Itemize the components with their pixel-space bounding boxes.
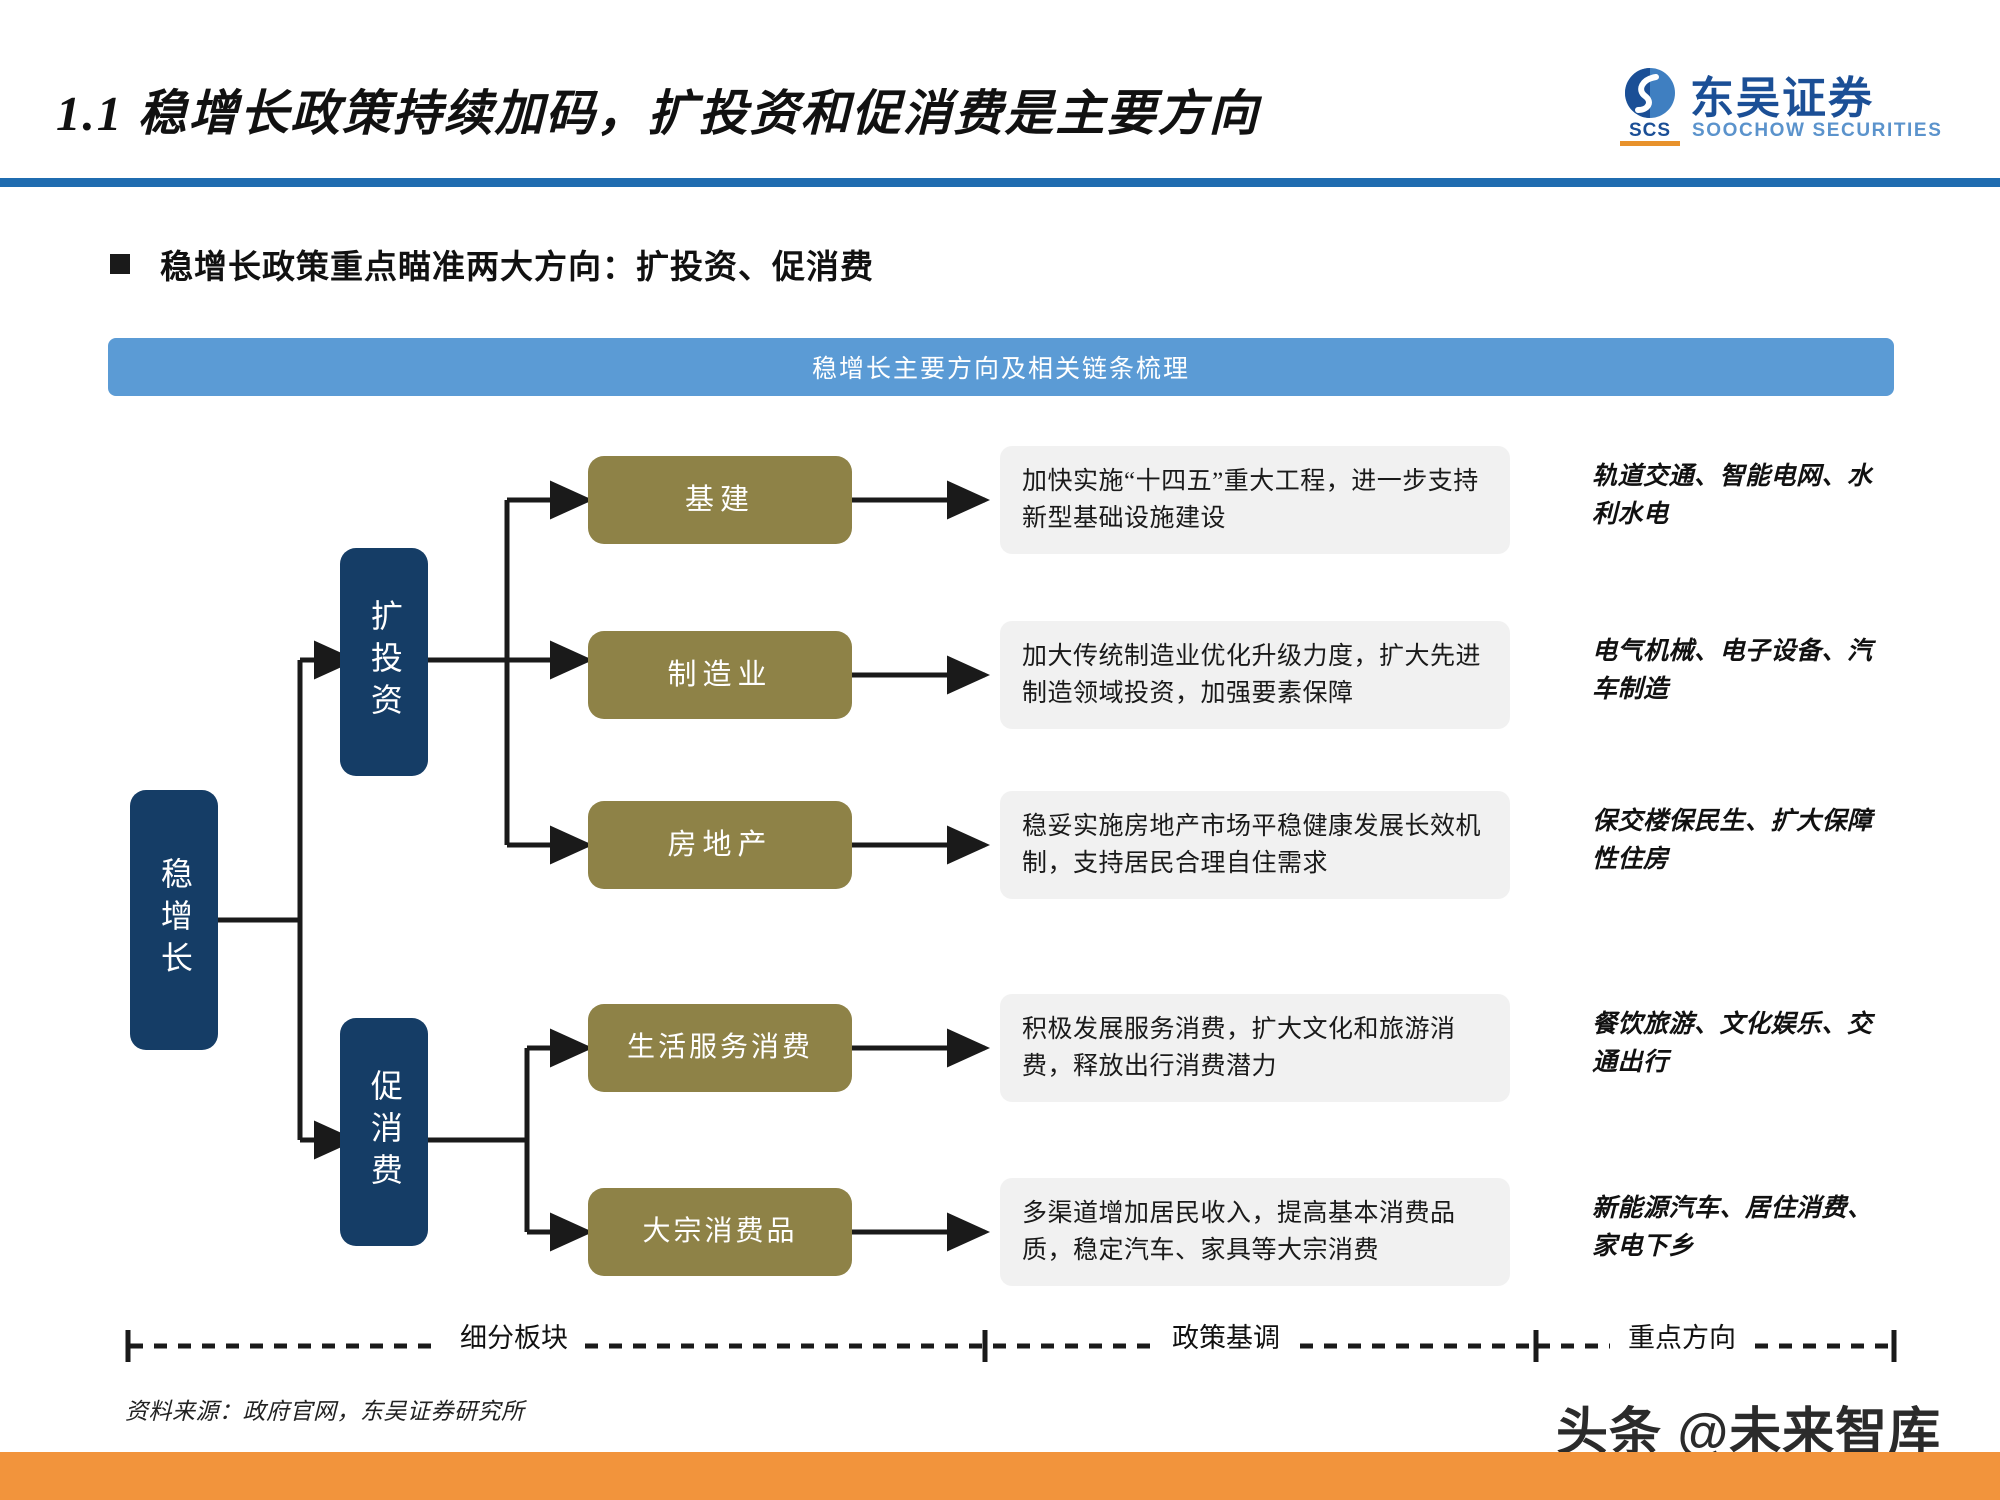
focus-text-bulk-consumer-goods: 新能源汽车、居住消费、家电下乡 — [1592, 1195, 1873, 1260]
policy-card-infrastructure: 加快实施“十四五”重大工程，进一步支持新型基础设施建设 — [1000, 446, 1510, 554]
source-note: 资料来源：政府官网，东吴证券研究所 — [125, 1399, 525, 1424]
header-rule — [0, 178, 2000, 187]
focus-text-infrastructure: 轨道交通、智能电网、水利水电 — [1592, 463, 1873, 528]
policy-card-bulk-consumer-goods: 多渠道增加居民收入，提高基本消费品质，稳定汽车、家具等大宗消费 — [1000, 1178, 1510, 1286]
logo-accent-bar — [1620, 141, 1680, 146]
brand-logo: SCS 东吴证券 SOOCHOW SECURITIES — [1620, 62, 1941, 148]
logo-english-name: SOOCHOW SECURITIES — [1692, 120, 1943, 141]
bottom-accent-bar — [0, 1452, 2000, 1500]
chart-title-text: 稳增长主要方向及相关链条梳理 — [811, 356, 1190, 383]
node-root[interactable]: 稳增长 — [130, 790, 218, 1050]
soochow-securities-logo-icon — [1620, 66, 1680, 122]
policy-card-life-services-consumption: 积极发展服务消费，扩大文化和旅游消费，释放出行消费潜力 — [1000, 994, 1510, 1102]
logo-chinese-name: 东吴证券 — [1690, 74, 1874, 123]
node-sector-manufacturing[interactable]: 制造业 — [588, 631, 852, 719]
square-bullet-icon — [110, 254, 130, 274]
node-sector-life-services-consumption[interactable]: 生活服务消费 — [588, 1004, 852, 1092]
node-sector-infrastructure[interactable]: 基建 — [588, 456, 852, 544]
policy-card-real-estate: 稳妥实施房地产市场平稳健康发展长效机制，支持居民合理自住需求 — [1000, 791, 1510, 899]
legend-label-sub-sector: 细分板块 — [460, 1323, 568, 1353]
chart-title-banner: 稳增长主要方向及相关链条梳理 — [108, 338, 1894, 396]
focus-text-real-estate: 保交楼保民生、扩大保障性住房 — [1592, 808, 1873, 873]
node-sector-bulk-consumer-goods[interactable]: 大宗消费品 — [588, 1188, 852, 1276]
page-title: 1.1 稳增长政策持续加码，扩投资和促消费是主要方向 — [56, 86, 1260, 141]
node-branch-expand-investment[interactable]: 扩投资 — [340, 548, 428, 776]
legend-label-key-direction: 重点方向 — [1628, 1323, 1736, 1353]
logo-scs-text: SCS — [1628, 120, 1672, 141]
node-branch-promote-consumption[interactable]: 促消费 — [340, 1018, 428, 1246]
focus-text-manufacturing: 电气机械、电子设备、汽车制造 — [1592, 638, 1873, 703]
bullet-line: 稳增长政策重点瞄准两大方向：扩投资、促消费 — [110, 240, 874, 288]
bullet-text: 稳增长政策重点瞄准两大方向：扩投资、促消费 — [160, 250, 874, 286]
legend-label-policy-tone: 政策基调 — [1172, 1323, 1280, 1353]
node-sector-real-estate[interactable]: 房地产 — [588, 801, 852, 889]
policy-card-manufacturing: 加大传统制造业优化升级力度，扩大先进制造领域投资，加强要素保障 — [1000, 621, 1510, 729]
focus-text-life-services-consumption: 餐饮旅游、文化娱乐、交通出行 — [1592, 1011, 1873, 1076]
